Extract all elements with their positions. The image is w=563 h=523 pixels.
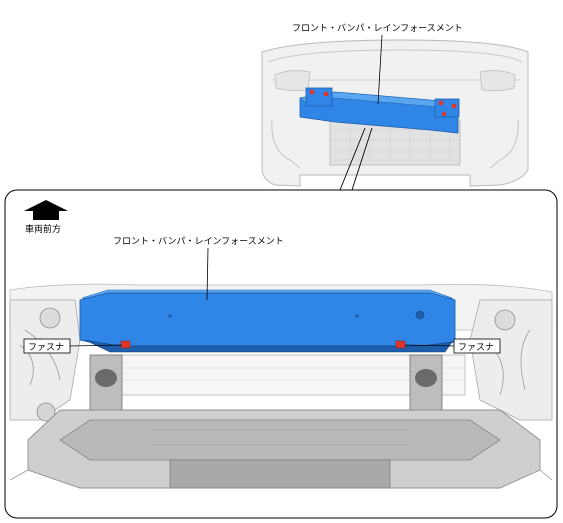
overview-fastener-mark [438,100,444,106]
zoom-guide-left [339,127,366,191]
detail-reinforcement-bar [79,289,456,353]
overview-fastener-mark [323,91,329,97]
overview-fastener-mark [451,103,457,109]
fastener-mark-left [120,340,131,349]
detail-leader-line [206,247,209,301]
fastener-mark-right [395,340,406,349]
overview-fastener-group [309,89,457,117]
direction-indicator: 車両前方 [24,200,68,235]
zoom-guide-right [351,127,373,191]
overview-fastener-mark [309,89,315,95]
detail-callout-label: フロント・バンパ・レインフォースメント [113,236,284,247]
fastener-right-leader [404,344,455,347]
overview-leader-line [377,34,383,105]
fastener-right-label: ファスナ [458,342,494,353]
fastener-left-label: ファスナ [28,342,64,353]
fastener-left-leader [69,344,123,347]
up-arrow-icon [24,200,68,220]
detail-fastener-group [120,340,406,349]
overview-callout-label: フロント・バンパ・レインフォースメント [292,23,463,34]
overview-fastener-mark [441,111,447,117]
direction-label: 車両前方 [25,223,61,235]
